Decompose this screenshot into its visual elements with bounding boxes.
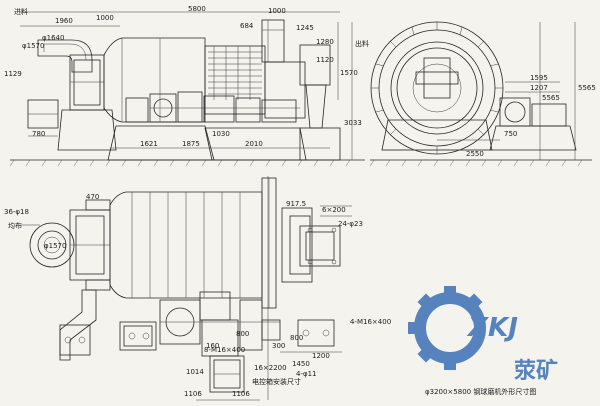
dim-470: 470 [86,193,99,201]
brand-latin: XKJ [466,313,518,343]
dim-1450: 1450 [292,360,310,368]
dim-1200: 1200 [312,352,330,360]
dim-phi1570-plan: φ1570 [44,242,66,250]
dim-800-a: 800 [236,330,249,338]
dim-917-5: 917.5 [286,200,306,208]
dim-3033: 3033 [344,119,362,127]
dim-1595: 1595 [530,74,548,82]
dim-684: 684 [240,22,254,30]
dim-780: 780 [32,130,45,138]
dim-phi1570: φ1570 [22,42,44,50]
dim-36-phi18: 36-φ18 [4,208,29,216]
dim-16x2200: 16×2200 [254,364,287,372]
dim-4-phi11: 4-φ11 [296,370,317,378]
xkj-logo: XKJ 荥矿 [408,286,558,384]
dim-1120: 1120 [316,56,334,64]
dim-1207: 1207 [530,84,548,92]
dim-1129: 1129 [4,70,22,78]
dim-5565-outer: 5565 [578,84,596,92]
dim-4-m16x400: 4-M16×400 [350,318,391,326]
dim-1106-left: 1106 [184,390,202,398]
dim-2010: 2010 [245,140,263,148]
dim-1621: 1621 [140,140,158,148]
dim-8-m16x400: 8-M16×400 [204,346,245,354]
dim-1030: 1030 [212,130,230,138]
drawing-caption: φ3200×5800 钢球磨机外形尺寸图 [425,387,536,396]
discharge-label: 出料 [355,39,369,48]
dim-1875: 1875 [182,140,200,148]
dim-1960: 1960 [55,17,73,25]
dim-1014: 1014 [186,368,204,376]
dim-phi1640: φ1640 [42,34,64,42]
plan-view [20,176,352,401]
front-elevation-view [9,11,365,167]
side-elevation-view [369,21,592,167]
feed-label: 进料 [14,7,28,16]
evenly-distributed-label: 均布 [8,221,22,230]
dim-1000-right: 1000 [268,7,286,15]
dim-750: 750 [504,130,517,138]
dim-1000-left: 1000 [96,14,114,22]
dim-300: 300 [272,342,285,350]
dim-2550: 2550 [466,150,484,158]
dim-800-b: 800 [290,334,303,342]
control-box-label: 电控箱安装尺寸 [252,377,301,386]
dim-5565-inner: 5565 [542,94,560,102]
dim-5800: 5800 [188,5,206,13]
gear-icon [408,286,486,370]
dim-24-phi23: 24-φ23 [338,220,363,228]
dim-6x200: 6×200 [322,206,346,214]
brand-chinese: 荥矿 [514,358,558,384]
dim-1570: 1570 [340,69,358,77]
dim-160: 160 [206,342,219,350]
dim-1106-right: 1106 [232,390,250,398]
dim-1245: 1245 [296,24,314,32]
dim-1280: 1280 [316,38,334,46]
